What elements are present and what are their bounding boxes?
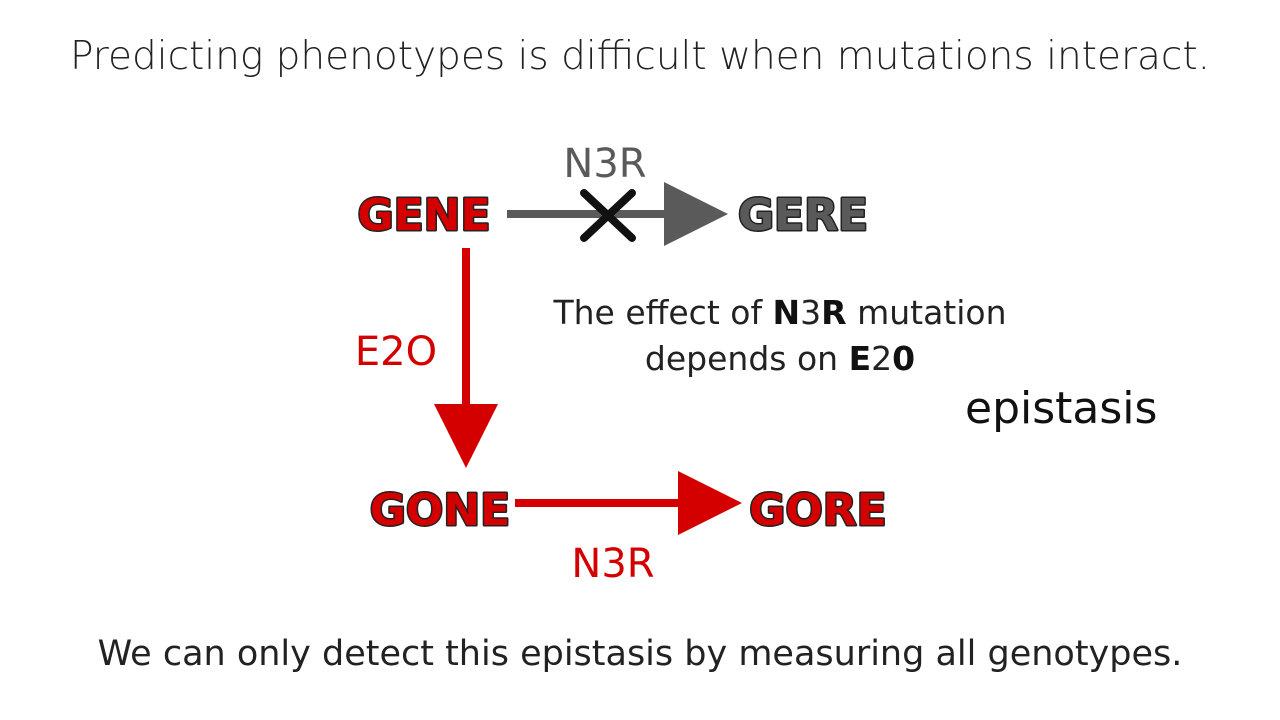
node-gore: GORE [749,485,886,536]
blocked-cross-icon [580,189,636,242]
node-gere: GERE [738,190,868,241]
slide-footer: We can only detect this epistasis by mea… [97,634,1183,674]
explanation-line-1: The effect of N3R mutation [553,293,1007,332]
edge-label-top: N3R [563,141,646,187]
node-gone: GONE [370,485,510,536]
explanation-text: The effect of N3R mutation depends on E2… [520,290,1040,382]
node-gene: GENE [357,190,490,241]
edge-label-bottom: N3R [571,541,654,587]
term-epistasis: epistasis [965,383,1158,434]
slide-title: Predicting phenotypes is difficult when … [69,34,1211,79]
explanation-line-2: depends on E20 [644,339,916,378]
edge-label-left: E2O [355,329,437,375]
